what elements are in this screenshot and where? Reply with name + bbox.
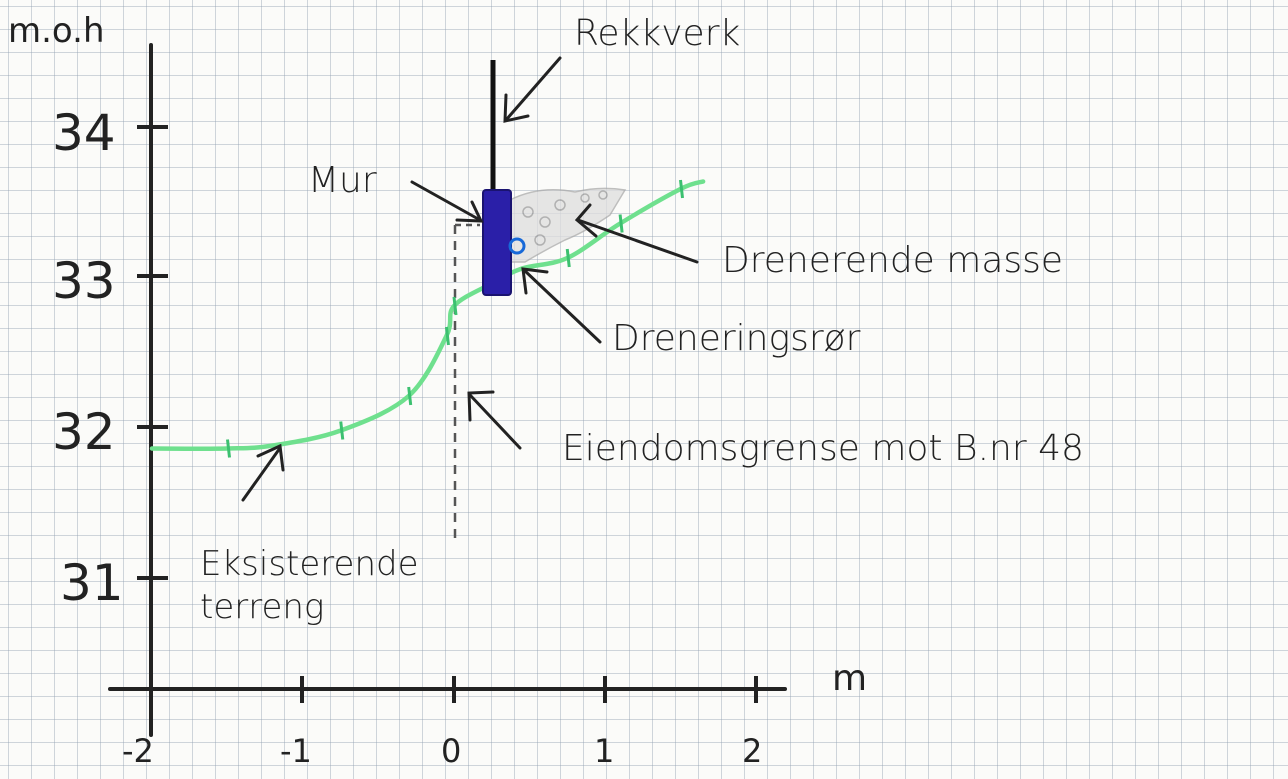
arrow-railing [503,56,562,123]
arrow-draining-mass [574,203,699,264]
y-axis-label: m.o.h [8,11,105,51]
label-existing-terrain-2: terreng [200,587,324,627]
arrow-property-line [467,390,522,450]
terrain-hatch-mark [444,326,450,346]
x-tick-label-neg1: -1 [280,732,312,770]
label-existing-terrain-1: Eksisterende [200,544,419,584]
arrow-wall [410,180,484,223]
y-tick-label-32: 32 [52,403,116,461]
terrain-hatch-mark [565,248,571,268]
label-property-line: Eiendomsgrense mot B.nr 48 [562,428,1084,469]
terrain-hatch-mark [226,439,231,458]
terrain-hatch-mark [407,386,413,406]
draining-mass [509,187,627,263]
x-axis-label: m [832,658,867,699]
label-wall: Mur [308,160,377,201]
label-railing: Rekkverk [574,13,740,54]
y-tick-label-33: 33 [52,252,116,310]
arrow-existing-terrain [241,443,285,502]
x-tick-label-2: 2 [742,732,762,770]
x-tick-label-neg2: -2 [122,732,154,770]
drain-pipe [508,237,526,255]
terrain-hatch-marks [226,179,684,458]
y-tick-label-31: 31 [60,554,124,612]
x-tick-label-0: 0 [441,732,461,770]
x-tick-label-1: 1 [594,732,614,770]
arrow-drain-pipe [521,267,602,344]
y-tick-label-34: 34 [52,104,116,162]
terrain-hatch-mark [452,296,458,316]
retaining-wall [482,189,512,296]
terrain-hatch-mark [339,421,345,440]
terrain-hatch-mark [618,214,624,233]
label-draining-mass: Drenerende masse [722,240,1063,281]
terrain-hatch-mark [679,179,684,199]
label-drain-pipe: Dreneringsrør [612,318,861,359]
